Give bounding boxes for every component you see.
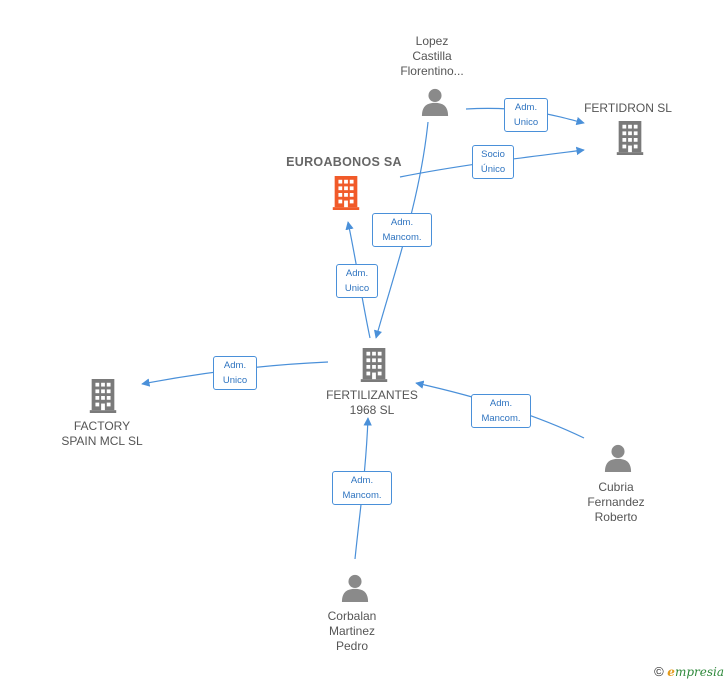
edge-label-euroabonos-fertidron: Socio Único (472, 145, 514, 179)
lopez-person-icon[interactable] (421, 88, 449, 116)
edge-label-lopez-fertilizantes: Adm. Mancom. (372, 213, 432, 247)
edge-label-lopez-fertidron: Adm. Unico (504, 98, 548, 132)
edge-label-fertilizantes-euroabonos: Adm. Unico (336, 264, 378, 298)
corbalan-person-icon[interactable] (341, 574, 369, 602)
euroabonos-label[interactable]: EUROABONOS SA (286, 155, 402, 169)
lopez-label[interactable]: Lopez Castilla Florentino... (400, 34, 464, 78)
fertidron-building-icon[interactable] (616, 121, 644, 155)
fertilizantes-building-icon[interactable] (360, 348, 388, 382)
edge-label-fertilizantes-factory: Adm. Unico (213, 356, 257, 390)
cubria-person-icon[interactable] (604, 444, 632, 472)
edge-label-cubria-fertilizantes: Adm. Mancom. (471, 394, 531, 428)
empresia-logo[interactable]: empresia (667, 665, 724, 679)
corbalan-label[interactable]: Corbalan Martinez Pedro (327, 609, 377, 653)
cubria-label[interactable]: Cubria Fernandez Roberto (587, 480, 645, 524)
euroabonos-building-icon[interactable] (332, 176, 360, 210)
footer-brand: © empresia (654, 664, 724, 679)
copyright-symbol: © (654, 664, 664, 679)
factory-building-icon[interactable] (89, 379, 117, 413)
fertilizantes-label[interactable]: FERTILIZANTES 1968 SL (326, 388, 418, 417)
fertidron-label[interactable]: FERTIDRON SL (584, 101, 672, 115)
factory-label[interactable]: FACTORY SPAIN MCL SL (61, 419, 143, 448)
edge-label-corbalan-fertilizantes: Adm. Mancom. (332, 471, 392, 505)
